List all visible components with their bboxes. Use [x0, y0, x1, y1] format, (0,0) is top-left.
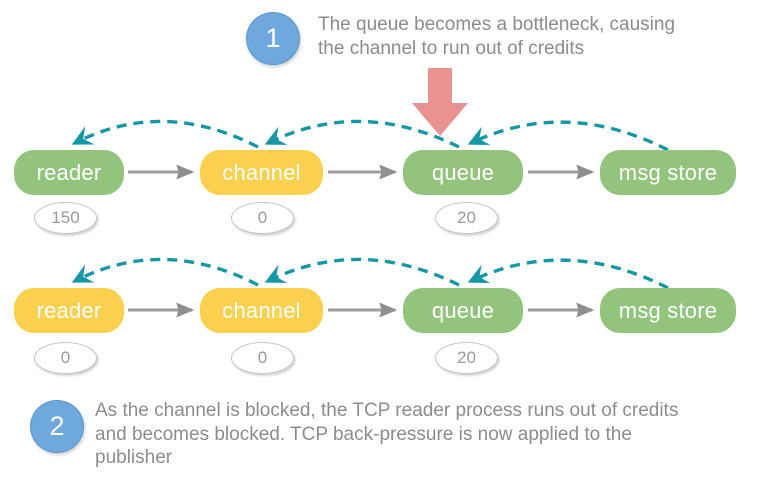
credit-oval-reader-row2: 0 — [34, 342, 97, 374]
node-msgstore-row2: msg store — [600, 288, 736, 333]
credit-oval-queue-row2: 20 — [435, 342, 498, 374]
credit-count: 150 — [51, 208, 80, 227]
step-2-number: 2 — [49, 411, 65, 441]
node-channel-row1: channel — [200, 150, 323, 195]
credit-arrow-queue-channel-row2 — [264, 257, 460, 287]
credit-arrow-channel-reader-row1 — [71, 119, 259, 149]
node-queue-row1: queue — [403, 150, 523, 195]
step-1-line-2: the channel to run out of credits — [318, 37, 585, 59]
step-2-badge: 2 — [30, 400, 84, 453]
credit-count: 20 — [457, 348, 476, 367]
credit-oval-channel-row2: 0 — [231, 342, 294, 374]
node-queue-row2: queue — [403, 288, 523, 333]
step-2-line-1: As the channel is blocked, the TCP reade… — [95, 400, 679, 421]
step-2-line-2: and becomes blocked. TCP back-pressure i… — [95, 423, 632, 445]
credit-arrow-queue-channel-row1 — [264, 119, 460, 149]
node-label: reader — [36, 159, 102, 185]
node-label: channel — [222, 159, 301, 185]
node-label: msg store — [618, 297, 718, 323]
node-label: queue — [431, 297, 495, 323]
node-label: reader — [36, 297, 102, 323]
credit-count: 0 — [60, 348, 71, 367]
node-label: queue — [431, 159, 495, 185]
bottleneck-arrow-icon — [412, 68, 468, 136]
credit-arrow-channel-reader-row2 — [71, 257, 259, 287]
step-1-text: The queue becomes a bottleneck, causing … — [318, 13, 675, 60]
credit-arrow-msgstore-queue-row2 — [467, 258, 669, 290]
credit-arrow-msgstore-queue-row1 — [467, 120, 669, 152]
step-1-badge: 1 — [246, 12, 300, 65]
credit-count: 0 — [257, 208, 268, 227]
credit-oval-reader-row1: 150 — [34, 202, 97, 234]
node-label: msg store — [618, 159, 718, 185]
credit-oval-channel-row1: 0 — [231, 202, 294, 234]
step-1-number: 1 — [265, 23, 281, 53]
step-2-line-3: publisher — [95, 447, 173, 468]
credit-count: 20 — [457, 208, 476, 227]
credit-count: 0 — [257, 348, 268, 367]
step-2-text: As the channel is blocked, the TCP reade… — [95, 399, 678, 470]
credit-oval-queue-row1: 20 — [435, 202, 498, 234]
node-msgstore-row1: msg store — [600, 150, 736, 195]
node-reader-row2: reader — [14, 288, 124, 333]
node-reader-row1: reader — [14, 150, 124, 195]
step-1-line-1: The queue becomes a bottleneck, causing — [318, 14, 676, 35]
node-label: channel — [222, 297, 301, 323]
node-channel-row2: channel — [200, 288, 323, 333]
